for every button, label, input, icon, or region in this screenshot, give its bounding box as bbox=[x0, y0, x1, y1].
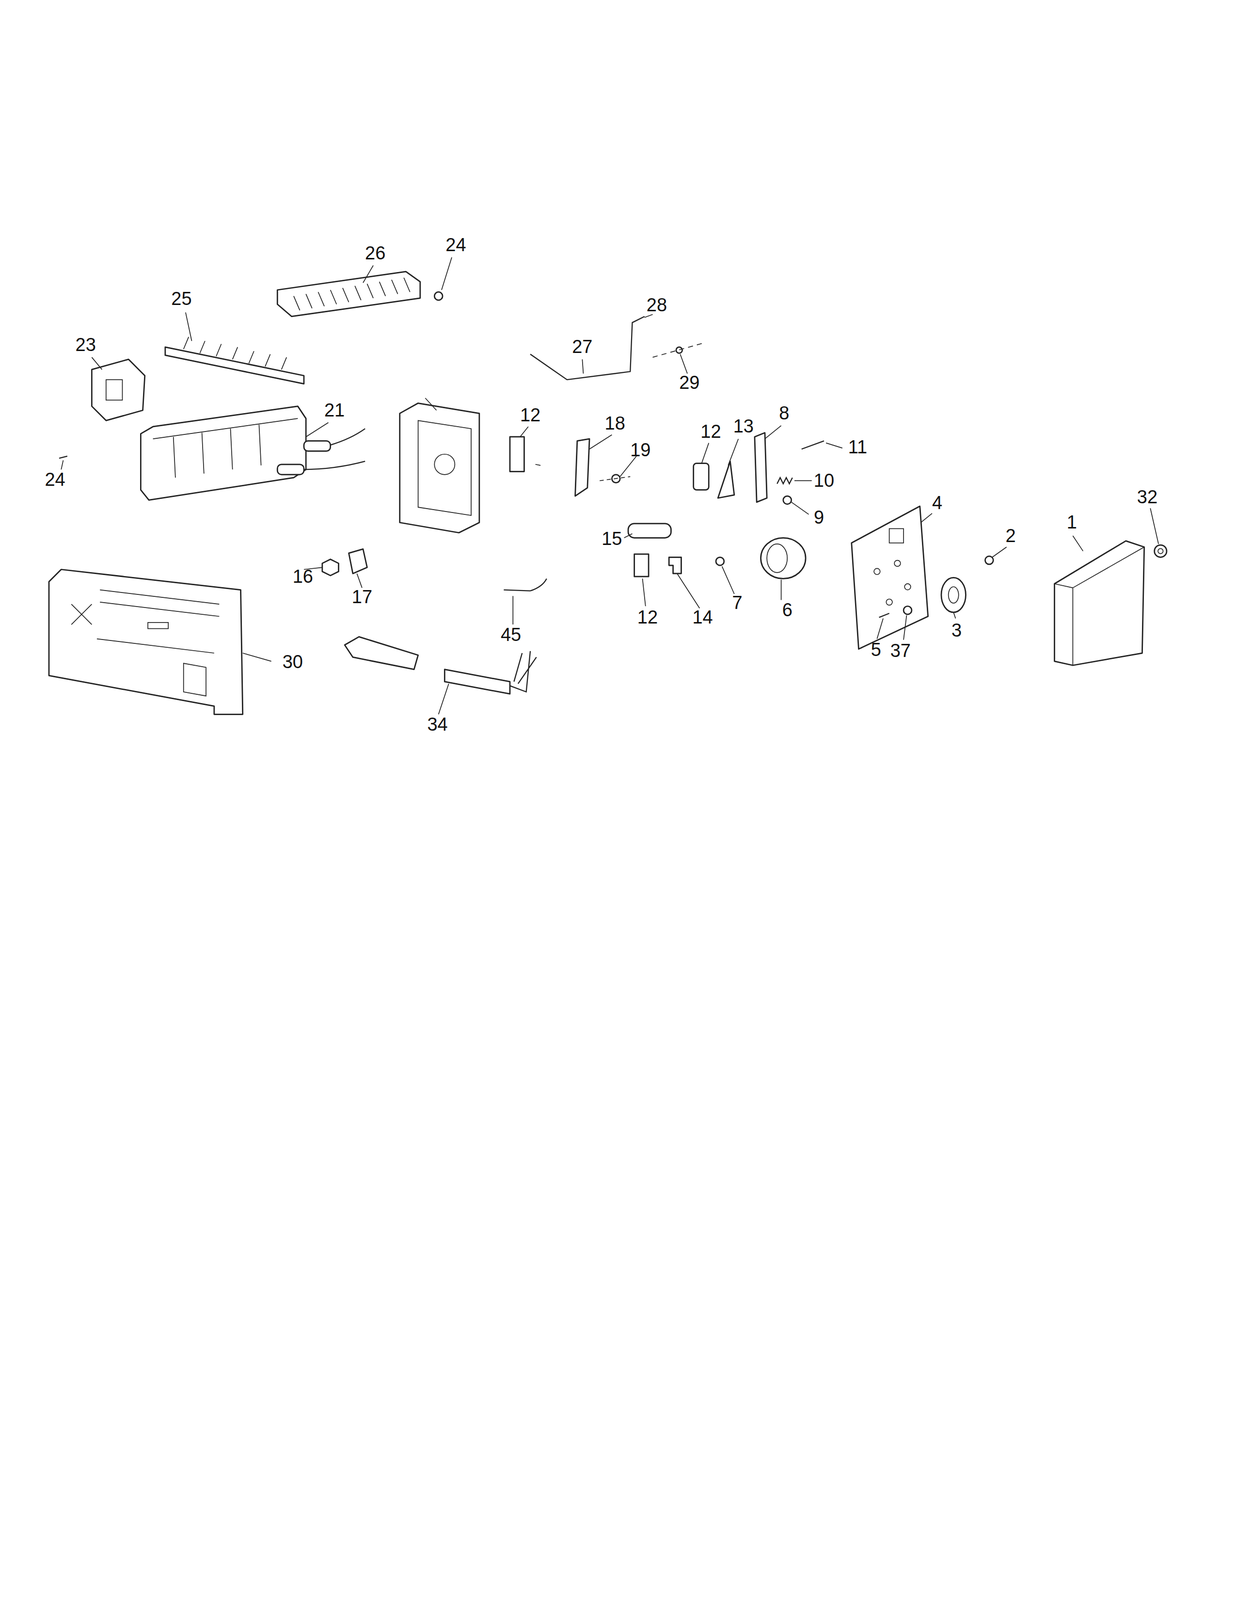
part-11-screw bbox=[801, 440, 824, 449]
callout-number: 6 bbox=[780, 599, 794, 620]
callout-number: 10 bbox=[812, 470, 836, 491]
leader-lines bbox=[61, 257, 1159, 715]
part-45-pin bbox=[503, 578, 547, 591]
part-6-motor bbox=[760, 537, 807, 579]
callout-number: 2 bbox=[1003, 525, 1017, 546]
part-23-bracket bbox=[91, 359, 145, 421]
part-25-ejector bbox=[165, 336, 304, 384]
part-21-mold bbox=[140, 406, 365, 501]
part-37-nut bbox=[903, 605, 912, 615]
part-18-bracket bbox=[575, 438, 590, 496]
callout-number: 11 bbox=[846, 436, 869, 458]
part-12-switch bbox=[634, 554, 649, 577]
callout-number: 7 bbox=[730, 592, 745, 613]
callout-number: 27 bbox=[570, 336, 594, 357]
part-34-harness bbox=[444, 650, 537, 694]
part-20-housing bbox=[399, 403, 480, 533]
callout-number: 15 bbox=[600, 528, 624, 549]
callout-number: 19 bbox=[628, 439, 652, 460]
callout-number: 12 bbox=[518, 404, 542, 426]
part-13-plate bbox=[717, 460, 735, 498]
part-4-plate bbox=[851, 506, 929, 650]
callout-number: 8 bbox=[777, 402, 791, 424]
callout-number: 24 bbox=[43, 469, 67, 490]
part-7-screw bbox=[715, 556, 725, 566]
power-cord bbox=[344, 636, 418, 669]
part-30-front-panel bbox=[48, 569, 243, 715]
callout-number: 21 bbox=[322, 399, 347, 421]
callout-number: 28 bbox=[645, 294, 669, 316]
callout-number: 4 bbox=[930, 492, 944, 513]
callout-number: 25 bbox=[169, 288, 193, 309]
callout-number: 13 bbox=[731, 415, 756, 437]
part-12-switch bbox=[693, 463, 710, 491]
callout-number: 37 bbox=[888, 640, 913, 661]
part-10-spring bbox=[776, 477, 793, 484]
part-2-screw bbox=[984, 555, 994, 565]
callout-number: 14 bbox=[690, 606, 714, 628]
part-16-nut bbox=[322, 558, 339, 576]
callout-number: 12 bbox=[635, 606, 660, 628]
part-14-clip bbox=[668, 556, 682, 574]
callout-number: 16 bbox=[291, 566, 315, 587]
part-29-clip bbox=[652, 342, 704, 357]
part-12-switch bbox=[509, 436, 541, 472]
callout-number: 5 bbox=[869, 639, 883, 660]
callout-number: 9 bbox=[812, 507, 826, 528]
callout-number: 30 bbox=[281, 651, 305, 672]
part-5-screw bbox=[879, 613, 890, 618]
part-32-nut bbox=[1154, 544, 1167, 557]
part-24-screw bbox=[434, 291, 443, 301]
callout-number: 18 bbox=[603, 412, 627, 434]
callout-number: 12 bbox=[698, 421, 723, 442]
callout-number: 1 bbox=[1065, 511, 1079, 533]
callout-number: 26 bbox=[363, 242, 387, 264]
callout-number: 32 bbox=[1135, 486, 1159, 508]
part-3-knob bbox=[941, 577, 966, 613]
callout-number: 45 bbox=[499, 624, 523, 645]
callout-number: 34 bbox=[425, 713, 449, 735]
part-17-cam bbox=[348, 548, 368, 573]
part-8-bracket bbox=[754, 432, 767, 503]
part-26-cover bbox=[277, 271, 421, 317]
callout-number: 29 bbox=[677, 372, 701, 393]
callout-number: 17 bbox=[350, 586, 374, 607]
part-15-heater bbox=[628, 523, 671, 538]
part-19-screw bbox=[599, 474, 631, 483]
callout-number: 24 bbox=[443, 234, 468, 255]
part-24-pin bbox=[59, 456, 68, 459]
part-1-cover bbox=[1054, 540, 1144, 666]
callout-number: 23 bbox=[74, 334, 98, 355]
part-9-screw bbox=[783, 495, 792, 505]
part-27-28-arm bbox=[530, 316, 645, 380]
callout-number: 3 bbox=[950, 619, 964, 641]
